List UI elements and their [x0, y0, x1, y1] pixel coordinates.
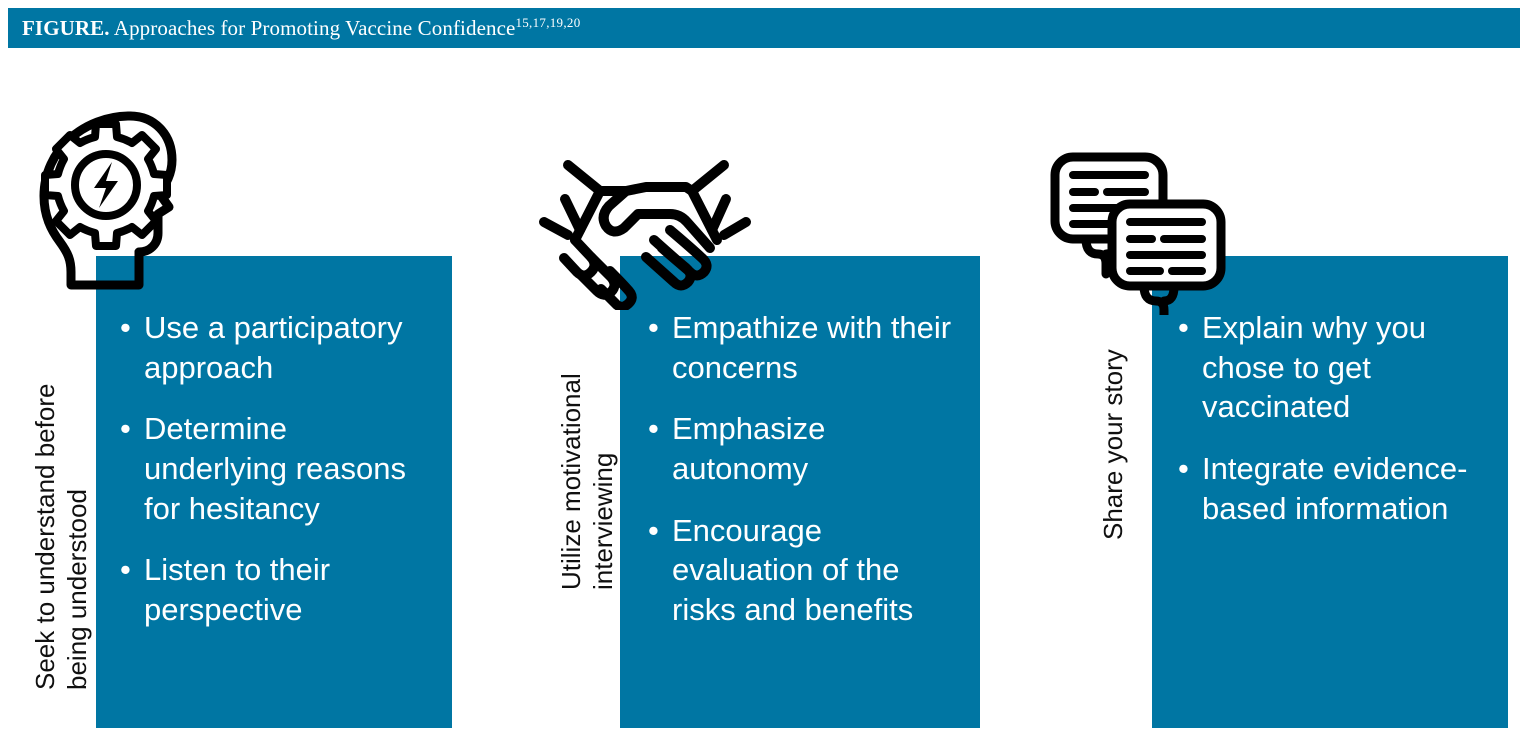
bullet-text: Encourage evaluation of the risks and be… — [672, 512, 914, 628]
list-item: • Determine underlying reasons for hesita… — [118, 409, 418, 528]
bullet-text: Explain why you chose to get vaccinated — [1202, 310, 1427, 425]
approach-bullet-list-2: • Empathize with their concerns • Emphasiz… — [646, 308, 966, 630]
bullet-marker: • — [648, 411, 659, 447]
speech-bubbles-icon — [1048, 150, 1228, 315]
bullet-text: Emphasize autonomy — [672, 411, 826, 487]
handshake-icon — [534, 144, 756, 310]
bullet-text: Integrate evidence-based information — [1202, 451, 1468, 526]
approach-bullet-list-3: • Explain why you chose to get vaccinated… — [1176, 308, 1496, 528]
figure-title-text: Approaches for Promoting Vaccine Confide… — [109, 16, 516, 40]
bullet-marker: • — [120, 310, 131, 345]
list-item: • Emphasize autonomy — [646, 409, 966, 488]
bullet-text: Listen to their perspective — [144, 552, 331, 628]
approach-side-label-1: Seek to understand before being understo… — [30, 383, 92, 690]
bullet-text: Use a participatory approach — [144, 310, 403, 385]
figure-title: FIGURE. Approaches for Promoting Vaccine… — [22, 15, 581, 41]
head-gear-lightning-icon — [26, 104, 182, 294]
approach-panel-2 — [620, 256, 980, 728]
list-item: • Explain why you chose to get vaccinated — [1176, 308, 1496, 427]
approach-bullet-list-1: • Use a participatory approach • Determine… — [118, 308, 418, 630]
bullet-marker: • — [1178, 451, 1189, 487]
bullet-marker: • — [1178, 310, 1189, 345]
bullet-marker: • — [120, 411, 131, 447]
figure-header-bar: FIGURE. Approaches for Promoting Vaccine… — [8, 8, 1520, 48]
bullet-text: Determine underlying reasons for hesitan… — [144, 411, 406, 526]
bullet-marker: • — [648, 512, 659, 548]
bullet-marker: • — [648, 310, 659, 345]
figure-label: FIGURE. — [22, 16, 110, 40]
list-item: • Use a participatory approach — [118, 308, 418, 387]
approach-panel-1 — [96, 256, 452, 728]
approach-panel-3 — [1152, 256, 1508, 728]
list-item: • Encourage evaluation of the risks and b… — [646, 511, 966, 630]
bullet-marker: • — [120, 552, 131, 588]
list-item: • Listen to their perspective — [118, 550, 418, 629]
bullet-text: Empathize with their concerns — [672, 310, 952, 385]
list-item: • Empathize with their concerns — [646, 308, 966, 387]
figure-reference-superscript: 15,17,19,20 — [515, 15, 581, 30]
list-item: • Integrate evidence-based information — [1176, 449, 1496, 528]
